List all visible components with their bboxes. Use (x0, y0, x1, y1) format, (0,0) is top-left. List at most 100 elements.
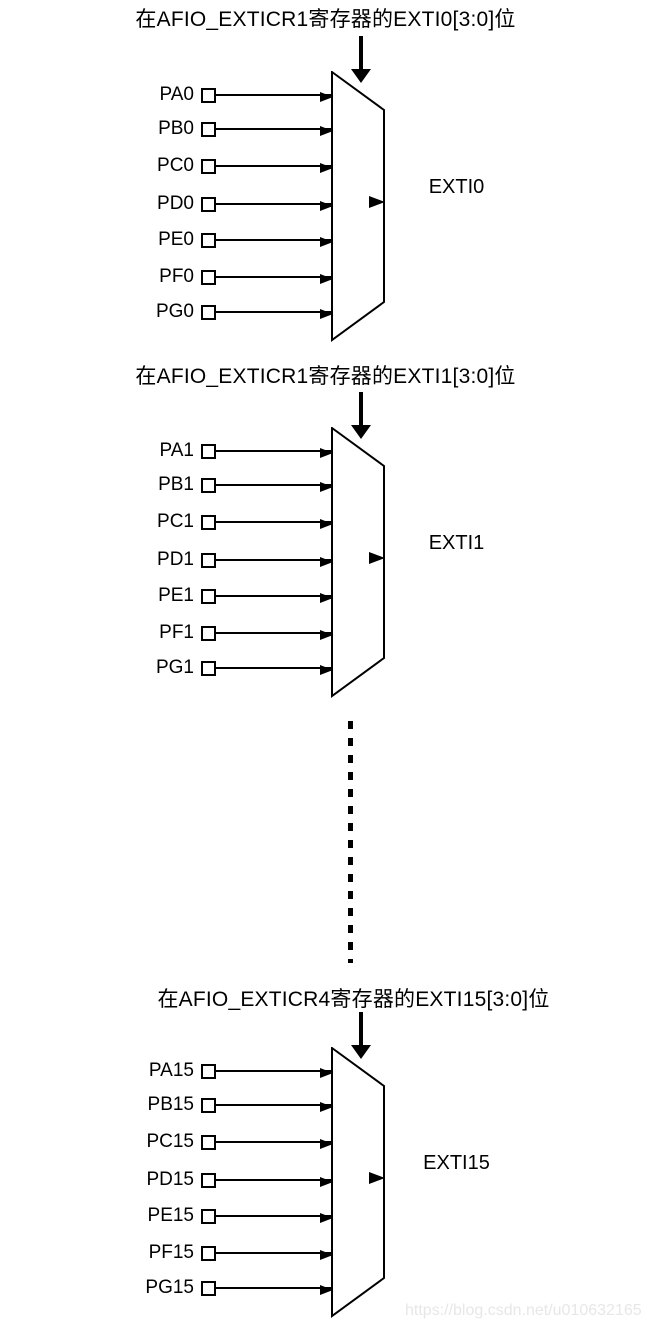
input-row: PC0 (138, 155, 333, 176)
pin-label: PG0 (155, 301, 194, 322)
pin-pad-icon (201, 232, 216, 248)
input-row: PD15 (138, 1170, 333, 1190)
pin-label: PD1 (157, 549, 194, 570)
pin-pad-icon (201, 304, 216, 320)
mux-trapezoid-icon (331, 1047, 385, 1318)
input-wire-arrow-icon (216, 237, 333, 247)
block-title: 在AFIO_EXTICR1寄存器的EXTI0[3:0]位 (135, 8, 516, 31)
output-label: EXTI15 (423, 1152, 490, 1174)
mux-block-exti0: 在AFIO_EXTICR1寄存器的EXTI0[3:0]位 PA0 PB0 PC0… (0, 0, 651, 350)
pin-label: PG1 (155, 657, 194, 678)
mux-trapezoid-icon (331, 427, 385, 698)
output-arrow: EXTI15 (384, 1151, 529, 1175)
input-wire-arrow-icon (216, 630, 333, 640)
block-title: 在AFIO_EXTICR1寄存器的EXTI1[3:0]位 (135, 365, 516, 388)
input-row: PG15 (138, 1278, 333, 1298)
arrow-shaft (359, 392, 363, 426)
input-row: PC15 (138, 1131, 333, 1152)
input-wire-arrow-icon (216, 519, 333, 529)
block-title: 在AFIO_EXTICR4寄存器的EXTI15[3:0]位 (157, 988, 550, 1011)
pin-label: PB1 (158, 474, 194, 495)
input-wire-arrow-icon (216, 309, 333, 319)
input-wire-arrow-icon (216, 1250, 333, 1260)
input-row: PE1 (138, 585, 333, 606)
input-wire-arrow-icon (216, 1139, 333, 1149)
pin-pad-icon (201, 477, 216, 493)
pin-pad-icon (201, 1280, 216, 1296)
pin-pad-icon (201, 1097, 216, 1113)
input-wire-arrow-icon (216, 593, 333, 603)
pin-pad-icon (201, 1172, 216, 1188)
pin-pad-icon (201, 1245, 216, 1261)
pin-pad-icon (201, 158, 216, 174)
pin-label: PD0 (157, 193, 194, 214)
pin-pad-icon (201, 588, 216, 604)
pin-label: PB0 (158, 118, 194, 139)
input-wire-arrow-icon (216, 126, 333, 136)
input-row: PA15 (138, 1060, 333, 1081)
output-arrow: EXTI0 (384, 175, 529, 199)
input-wire-arrow-icon (216, 92, 333, 102)
input-row: PB0 (138, 118, 333, 139)
pin-pad-icon (201, 552, 216, 568)
pin-label: PE0 (158, 229, 194, 250)
input-wire-arrow-icon (216, 163, 333, 173)
pin-label: PE1 (158, 585, 194, 606)
mux-trapezoid-icon (331, 71, 385, 342)
output-arrow: EXTI1 (384, 531, 529, 555)
input-row: PB15 (138, 1095, 333, 1115)
output-label: EXTI0 (428, 176, 485, 198)
pin-pad-icon (201, 1063, 216, 1079)
arrow-shaft (359, 36, 363, 70)
pin-label: PA0 (159, 84, 194, 105)
input-wire-arrow-icon (216, 1068, 333, 1078)
input-wire-arrow-icon (216, 274, 333, 284)
pin-label: PF1 (159, 622, 194, 643)
pin-label: PA15 (148, 1060, 194, 1081)
pin-pad-icon (201, 1134, 216, 1150)
pin-label: PC1 (157, 511, 194, 532)
input-row: PA1 (138, 440, 333, 461)
pin-label: PF15 (148, 1242, 194, 1263)
pin-pad-icon (201, 625, 216, 641)
pin-pad-icon (201, 660, 216, 676)
input-wire-arrow-icon (216, 1102, 333, 1112)
pin-pad-icon (201, 87, 216, 103)
mux-block-exti15: 在AFIO_EXTICR4寄存器的EXTI15[3:0]位 PA15 PB15 … (0, 976, 651, 1326)
input-row: PB1 (138, 474, 333, 495)
input-row: PD0 (138, 193, 333, 214)
input-wire-arrow-icon (216, 557, 333, 567)
input-row: PA0 (138, 84, 333, 105)
arrow-head (351, 69, 371, 83)
input-wire-arrow-icon (216, 448, 333, 458)
input-row: PF1 (138, 622, 333, 643)
arrow-head (351, 1045, 371, 1059)
arrow-head (351, 425, 371, 439)
input-wire-arrow-icon (216, 665, 333, 675)
input-row: PG1 (138, 657, 333, 678)
pin-label: PF0 (159, 266, 194, 287)
input-row: PG0 (138, 301, 333, 322)
arrow-shaft (359, 1012, 363, 1046)
input-row: PF0 (138, 266, 333, 287)
input-wire-arrow-icon (216, 1213, 333, 1223)
ellipsis-dotted-line (348, 721, 353, 963)
pin-label: PC0 (157, 155, 194, 176)
pin-label: PE15 (147, 1205, 194, 1226)
input-row: PD1 (138, 549, 333, 570)
input-row: PE0 (138, 229, 333, 250)
pin-pad-icon (201, 269, 216, 285)
input-wire-arrow-icon (216, 482, 333, 492)
pin-pad-icon (201, 1208, 216, 1224)
input-wire-arrow-icon (216, 201, 333, 211)
pin-label: PA1 (159, 440, 194, 461)
input-row: PE15 (138, 1205, 333, 1226)
watermark-text: https://blog.csdn.net/u010632165 (405, 1302, 642, 1319)
input-wire-arrow-icon (216, 1177, 333, 1187)
pin-label: PC15 (146, 1131, 194, 1152)
pin-pad-icon (201, 443, 216, 459)
input-row: PF15 (138, 1242, 333, 1263)
output-label: EXTI1 (428, 532, 485, 554)
pin-pad-icon (201, 514, 216, 530)
